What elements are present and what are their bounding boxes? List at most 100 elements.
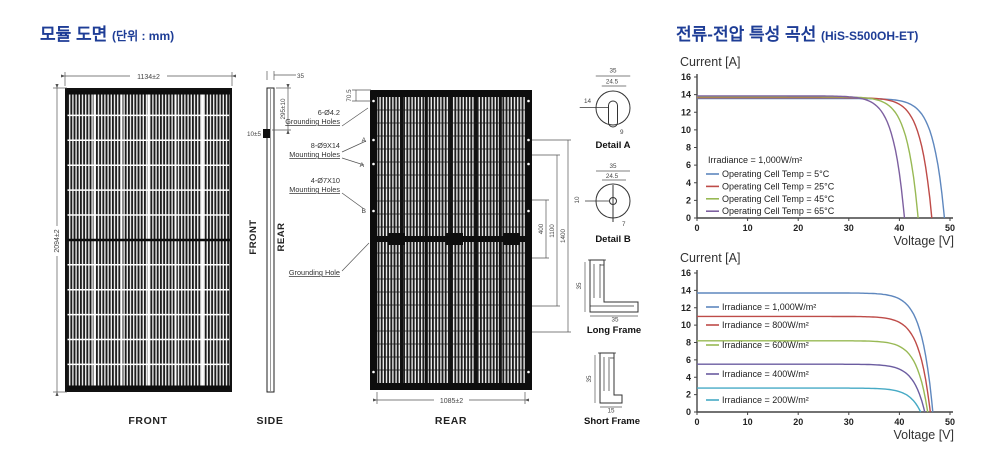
y-tick-label: 6 — [686, 160, 691, 170]
rear-frame-holes — [372, 99, 530, 374]
y-axis-title: Current [A] — [680, 55, 740, 69]
marker-b: B — [362, 208, 366, 215]
detail-b-title: Detail B — [595, 234, 631, 245]
x-tick-label: 30 — [844, 417, 854, 427]
module-drawing-title: 모듈 도면 (단위 : mm) — [40, 20, 174, 45]
detail-a-dim-9: 9 — [620, 129, 624, 136]
y-tick-label: 6 — [686, 355, 691, 365]
legend-label: Irradiance = 200W/m² — [722, 395, 809, 405]
iv-curve — [697, 340, 929, 413]
y-tick-label: 14 — [681, 90, 691, 100]
iv-curve — [697, 292, 934, 413]
y-tick-label: 4 — [686, 372, 691, 382]
side-view-label: SIDE — [257, 415, 284, 427]
long-frame-height: 35 — [576, 282, 583, 290]
x-axis-title: Voltage [V] — [894, 234, 954, 248]
mounting-holes-8-spec: 8-Ø9X14 — [311, 141, 340, 150]
side-view: 35 295±10 10±5 FRONT REAR SIDE — [247, 71, 305, 427]
legend-label: Operating Cell Temp = 5°C — [722, 169, 830, 179]
side-front-label: FRONT — [248, 219, 259, 254]
rear-jbox-2 — [446, 233, 463, 245]
y-tick-label: 4 — [686, 178, 691, 188]
rear-top-dim: 70.5 — [346, 89, 353, 102]
y-tick-label: 2 — [686, 195, 691, 205]
rear-width-dim: 1085±2 — [440, 398, 463, 405]
iv-curve — [697, 97, 946, 219]
long-frame-outline — [589, 259, 639, 313]
front-height-dim: 2094±2 — [54, 229, 61, 252]
front-top-band — [67, 90, 230, 95]
y-tick-label: 14 — [681, 285, 691, 295]
leader-line — [341, 140, 367, 153]
grounding-holes-6-spec: 6-Ø4.2 — [318, 108, 340, 117]
detail-a-slot — [608, 100, 618, 128]
module-drawing-unit: (단위 : mm) — [112, 29, 175, 43]
x-tick-label: 10 — [743, 223, 753, 233]
y-axis-title: Current [A] — [680, 251, 740, 265]
detail-b-dim-10: 10 — [574, 196, 581, 204]
detail-a: 35 24.5 14 9 Detail A — [579, 68, 631, 151]
rear-view: 70.5 6-Ø4.2 Grounding Holes A A 8-Ø9X14 … — [285, 89, 571, 427]
y-tick-label: 16 — [681, 268, 691, 278]
leader-line — [341, 157, 365, 166]
iv-curve — [697, 387, 922, 413]
y-tick-label: 12 — [681, 107, 691, 117]
legend-label: Operating Cell Temp = 65°C — [722, 206, 835, 216]
marker-a-2: A — [360, 162, 365, 169]
short-frame-title: Short Frame — [584, 416, 640, 427]
legend-label: Operating Cell Temp = 45°C — [722, 194, 835, 204]
detail-a-circle — [595, 90, 631, 126]
y-tick-label: 0 — [686, 213, 691, 223]
short-frame: 35 15 Short Frame — [584, 352, 640, 427]
rear-jbox-3 — [503, 233, 520, 245]
x-tick-label: 10 — [743, 417, 753, 427]
iv-curve — [697, 315, 931, 413]
x-tick-label: 50 — [945, 417, 955, 427]
x-tick-label: 30 — [844, 223, 854, 233]
iv-curve-title-text: 전류-전압 특성 곡선 — [676, 25, 817, 44]
detail-a-title: Detail A — [595, 140, 630, 151]
y-tick-label: 2 — [686, 390, 691, 400]
y-tick-label: 12 — [681, 303, 691, 313]
legend-label: Irradiance = 800W/m² — [722, 320, 809, 330]
detail-b-dim-245: 24.5 — [606, 173, 619, 180]
legend-title: Irradiance = 1,000W/m² — [708, 155, 802, 165]
detail-a-dim-245: 24.5 — [606, 79, 619, 86]
iv-curve — [697, 97, 933, 219]
iv-curve-title: 전류-전압 특성 곡선 (HiS-S500OH-ET) — [676, 20, 918, 45]
legend-label: Irradiance = 400W/m² — [722, 369, 809, 379]
detail-b: 35 24.5 10 7 Detail B — [574, 163, 631, 245]
mounting-holes-4-label: Mounting Holes — [289, 185, 340, 194]
short-frame-width: 15 — [607, 408, 615, 415]
long-frame-width: 35 — [611, 317, 619, 324]
y-tick-label: 0 — [686, 407, 691, 417]
detail-b-dim-7: 7 — [622, 221, 626, 228]
detail-b-hole — [609, 197, 617, 205]
rear-dim-1100: 1100 — [549, 224, 556, 238]
module-drawing-title-text: 모듈 도면 — [40, 25, 108, 44]
front-width-dim: 1134±2 — [137, 74, 160, 81]
grounding-hole-label: Grounding Hole — [289, 268, 340, 277]
front-view: 1134±2 2094±2 FRONT — [53, 72, 237, 427]
front-view-label: FRONT — [128, 415, 167, 427]
marker-a-1: A — [362, 137, 367, 144]
leader-line — [341, 242, 370, 272]
detail-b-dim-35: 35 — [609, 163, 617, 170]
x-tick-label: 20 — [793, 223, 803, 233]
x-tick-label: 0 — [694, 223, 699, 233]
mounting-holes-4-spec: 4-Ø7X10 — [311, 176, 340, 185]
grounding-holes-6-label: Grounding Holes — [285, 117, 340, 126]
rear-jbox-1 — [388, 233, 405, 245]
x-tick-label: 50 — [945, 223, 955, 233]
iv-curve — [697, 96, 919, 219]
short-frame-outline — [599, 352, 623, 404]
legend-label: Irradiance = 600W/m² — [722, 340, 809, 350]
iv-curve — [697, 363, 926, 413]
side-jbox-dim: 10±5 — [247, 131, 261, 138]
side-rear-label: REAR — [276, 223, 287, 252]
legend-label: Operating Cell Temp = 25°C — [722, 181, 835, 191]
long-frame-title: Long Frame — [587, 325, 641, 336]
